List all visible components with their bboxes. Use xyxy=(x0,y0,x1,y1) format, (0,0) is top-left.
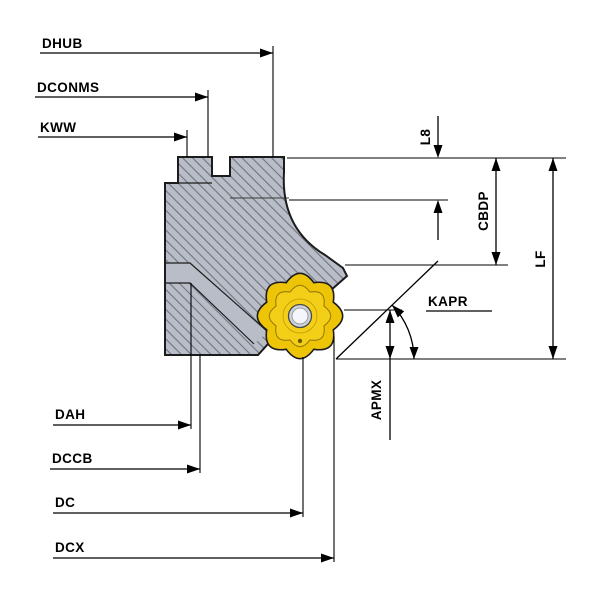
arrowhead-icon xyxy=(174,132,187,142)
arrowhead-icon xyxy=(433,145,443,158)
arrowhead-icon xyxy=(548,346,558,359)
dimension-dccb: DCCB xyxy=(50,355,201,474)
dimension-dhub: DHUB xyxy=(40,36,274,157)
arrowhead-icon xyxy=(187,464,200,474)
gash-upper-edge xyxy=(165,262,269,333)
dimension-kapr: KAPR xyxy=(335,260,492,360)
label-l8: L8 xyxy=(418,129,433,146)
arrowhead-icon xyxy=(491,252,501,265)
arrowhead-icon xyxy=(548,158,558,171)
arrowhead-icon xyxy=(260,48,273,58)
arrowhead-icon xyxy=(385,346,395,359)
label-dhub: DHUB xyxy=(42,36,83,51)
dimension-apmx: APMX xyxy=(344,309,402,440)
insert-hole-center xyxy=(291,307,309,325)
dimension-dah: DAH xyxy=(53,283,192,430)
dimension-cbdp: CBDP xyxy=(345,158,508,266)
gash-lower-edge xyxy=(165,282,255,345)
label-dah: DAH xyxy=(55,407,85,422)
arrowhead-icon xyxy=(409,347,419,359)
label-dc: DC xyxy=(55,495,75,510)
arrowhead-icon xyxy=(385,310,395,323)
insert-seat-ring xyxy=(282,298,318,334)
dimension-dcx: DCX xyxy=(53,336,335,563)
dimension-kww: KWW xyxy=(38,120,188,157)
arrowhead-icon xyxy=(491,158,501,171)
insert-brand-mark xyxy=(297,338,303,344)
arrowhead-icon xyxy=(290,508,303,518)
dimension-l8: L8 xyxy=(289,116,448,240)
label-cbdp: CBDP xyxy=(476,191,491,231)
label-kapr: KAPR xyxy=(428,294,468,309)
label-kww: KWW xyxy=(40,120,76,135)
arrowhead-icon xyxy=(433,200,443,213)
arrowhead-icon xyxy=(321,553,334,563)
label-dcx: DCX xyxy=(55,540,85,555)
dimension-dconms: DCONMS xyxy=(35,80,209,157)
label-dconms: DCONMS xyxy=(37,80,99,95)
label-lf: LF xyxy=(533,250,548,267)
label-apmx: APMX xyxy=(369,380,384,421)
arrowhead-icon xyxy=(392,305,405,318)
arrowhead-icon xyxy=(195,92,208,102)
cutting-insert xyxy=(256,272,344,360)
dimension-dc: DC xyxy=(53,357,304,518)
label-dccb: DCCB xyxy=(52,451,93,466)
body-outline xyxy=(164,156,349,356)
dimension-lf: LF xyxy=(533,158,558,359)
arrowhead-icon xyxy=(178,420,191,430)
